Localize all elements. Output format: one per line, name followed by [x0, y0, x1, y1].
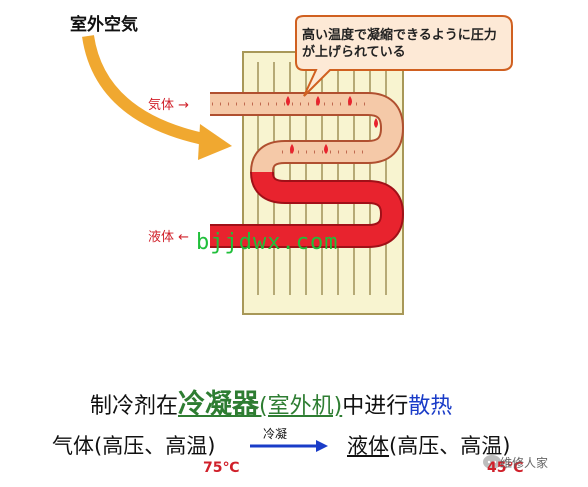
caption: 制冷剂在冷凝器(室外机)中进行散热 — [90, 382, 452, 421]
from-state-detail: (高压、高温) — [94, 434, 216, 458]
caption-ending: 散热 — [408, 394, 453, 419]
to-state-detail: (高压、高温) — [389, 434, 511, 458]
liquid-pipe — [210, 171, 405, 248]
brand-name: 维修人家 — [500, 456, 549, 470]
temperature-out: 45℃ — [487, 460, 524, 476]
formula-to-state: 液体(高压、高温) — [347, 430, 510, 460]
caption-key-term: 冷凝器 — [178, 389, 260, 420]
caption-prefix: 制冷剂在 — [90, 394, 179, 419]
caption-middle: 中进行 — [342, 394, 409, 419]
caption-unit-note: (室外机) — [259, 394, 343, 419]
callout-bubble — [295, 15, 513, 97]
outside-air-label: 室外空気 — [70, 15, 138, 35]
process-arrowhead — [316, 440, 328, 452]
liquid-outlet-label: 液体 ← — [148, 230, 190, 245]
outside-air-arrowhead — [198, 124, 232, 160]
temperature-in: 75℃ — [203, 460, 240, 476]
heat-flame-icons — [286, 96, 378, 154]
gas-pipe — [210, 92, 405, 173]
gas-inlet-label: 気体 → — [148, 98, 190, 113]
watermark: bjjdwx.com — [196, 230, 339, 255]
from-state-term: 气体 — [52, 434, 94, 458]
callout-text: 高い温度で凝縮できるように圧力が上げられている — [302, 28, 497, 60]
chat-bubble-icon — [483, 455, 501, 469]
outside-air-arrow — [82, 35, 210, 146]
to-state-term: 液体 — [347, 434, 389, 458]
process-label: 冷凝 — [263, 427, 288, 441]
formula-from-state: 气体(高压、高温) — [52, 430, 215, 460]
